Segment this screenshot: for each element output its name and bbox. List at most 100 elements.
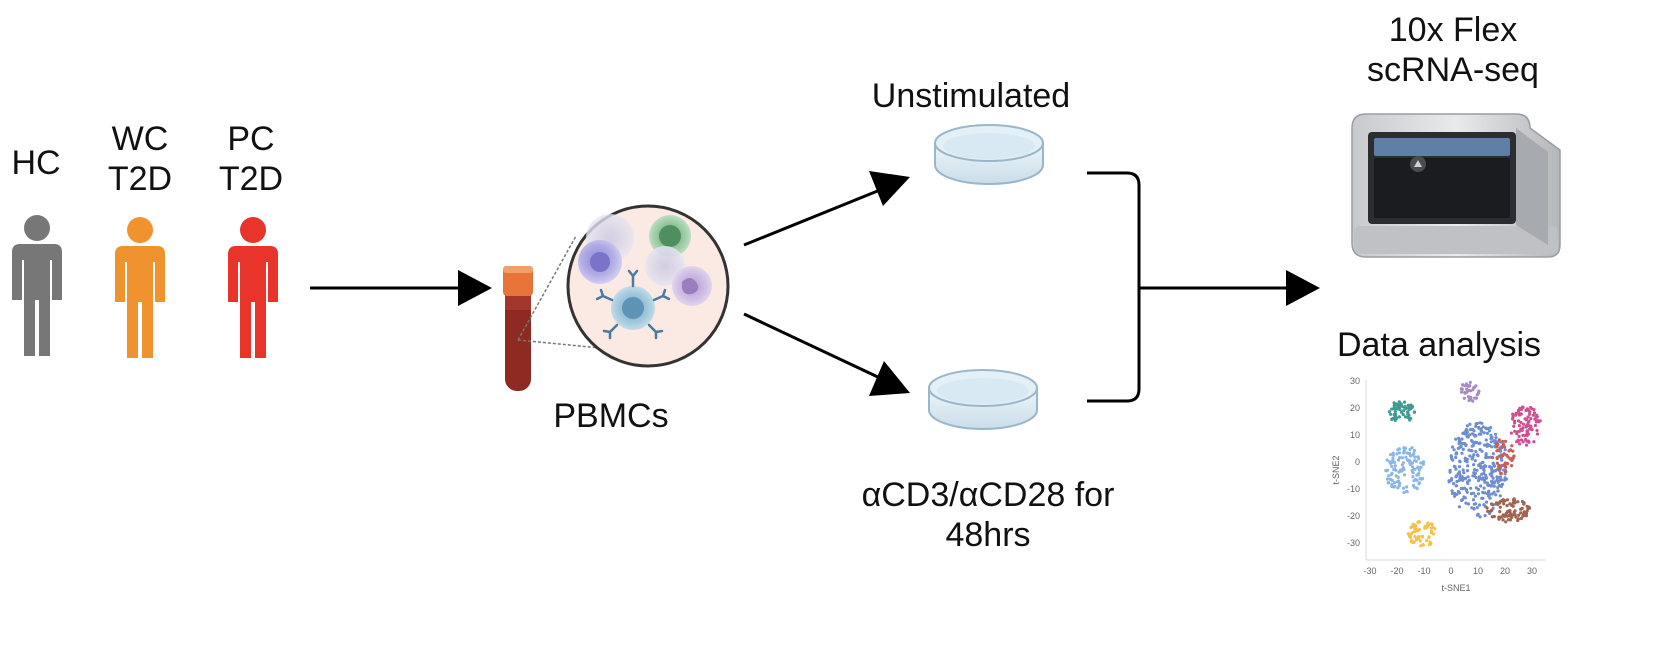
tsne-point	[1518, 442, 1522, 446]
tsne-point	[1474, 424, 1478, 428]
tsne-point	[1498, 475, 1502, 479]
tsne-point	[1447, 480, 1451, 484]
tsne-point	[1413, 455, 1417, 459]
tsne-point	[1509, 448, 1513, 452]
tsne-point	[1474, 422, 1478, 426]
tsne-point	[1392, 401, 1396, 405]
tsne-point	[1397, 400, 1401, 404]
tsne-point	[1404, 455, 1408, 459]
tsne-point	[1420, 534, 1424, 539]
arrow-to-sequencing	[1286, 270, 1320, 306]
tsne-point	[1406, 410, 1410, 414]
tsne-point	[1471, 498, 1476, 502]
tsne-point	[1464, 501, 1468, 505]
tsne-point	[1505, 453, 1509, 457]
tsne-point	[1463, 441, 1467, 446]
tsne-point	[1475, 440, 1479, 445]
tsne-point	[1472, 474, 1476, 478]
tsne-point	[1503, 448, 1507, 452]
tsne-point	[1489, 436, 1493, 441]
tsne-point	[1464, 488, 1469, 492]
tsne-point	[1453, 494, 1457, 498]
tsne-point	[1401, 461, 1405, 465]
tsne-point	[1413, 477, 1418, 482]
tsne-point	[1490, 445, 1494, 449]
tsne-point	[1405, 485, 1409, 489]
tsne-point	[1470, 457, 1474, 461]
tsne-point	[1517, 434, 1521, 438]
tsne-point	[1465, 457, 1469, 461]
tsne-point	[1408, 418, 1412, 422]
tsne-point	[1483, 514, 1487, 518]
tsne-point	[1387, 474, 1391, 478]
group-label-pc: PC T2D	[216, 119, 286, 199]
tsne-point	[1402, 449, 1406, 453]
tsne-point	[1489, 426, 1493, 430]
tsne-point	[1454, 451, 1459, 455]
tsne-point	[1502, 463, 1506, 467]
tsne-point	[1483, 491, 1487, 495]
tsne-point	[1466, 464, 1470, 468]
tsne-point	[1416, 465, 1420, 469]
tsne-point	[1405, 451, 1409, 455]
tsne-point	[1478, 515, 1482, 519]
tsne-point	[1461, 447, 1465, 451]
tsne-point	[1480, 429, 1484, 433]
tsne-point	[1402, 473, 1407, 477]
tsne-point	[1479, 427, 1483, 431]
tsne-point	[1452, 482, 1456, 486]
tsne-point	[1516, 518, 1520, 523]
petri-dish-unstimulated	[934, 124, 1044, 185]
tsne-point	[1495, 461, 1499, 465]
tsne-point	[1482, 468, 1486, 472]
tsne-point	[1492, 464, 1497, 468]
tsne-ytick: -30	[1347, 538, 1360, 548]
tsne-point	[1485, 506, 1489, 510]
tsne-point	[1470, 449, 1474, 453]
tsne-point	[1521, 426, 1525, 430]
tsne-point	[1409, 532, 1413, 536]
tsne-point	[1513, 429, 1517, 433]
tsne-point	[1505, 504, 1509, 508]
tsne-point	[1519, 412, 1523, 416]
tsne-ytick: 20	[1350, 403, 1360, 413]
tsne-point	[1385, 458, 1389, 462]
tsne-point	[1482, 431, 1486, 435]
tsne-xtick: 10	[1473, 566, 1483, 576]
tsne-point	[1500, 482, 1505, 486]
tsne-point	[1429, 529, 1434, 533]
tsne-point	[1481, 425, 1485, 429]
tsne-point	[1398, 481, 1402, 485]
merge-bracket	[1087, 171, 1290, 403]
tsne-point	[1500, 478, 1504, 482]
arrow-to-stimulated	[743, 312, 910, 396]
tsne-point	[1469, 395, 1473, 399]
tsne-point	[1469, 492, 1473, 496]
tsne-point	[1387, 481, 1391, 485]
tsne-point	[1519, 507, 1523, 511]
tsne-point	[1500, 458, 1504, 462]
tsne-point	[1413, 530, 1417, 534]
tsne-point	[1512, 454, 1516, 458]
tsne-point	[1524, 424, 1528, 428]
tsne-point	[1404, 406, 1408, 410]
tsne-point	[1482, 465, 1486, 469]
tsne-point	[1453, 465, 1457, 469]
tsne-point	[1463, 391, 1467, 395]
tsne-ytick: 10	[1350, 430, 1360, 440]
tsne-point	[1516, 439, 1520, 443]
tsne-point	[1496, 467, 1500, 471]
tsne-point	[1522, 501, 1526, 506]
tsne-point	[1529, 424, 1533, 428]
tsne-point	[1493, 439, 1497, 443]
tsne-point	[1415, 486, 1419, 491]
tsne-point	[1413, 534, 1417, 539]
tsne-point	[1407, 451, 1411, 455]
tsne-point	[1417, 528, 1422, 532]
tsne-point	[1425, 539, 1429, 543]
tsne-point	[1491, 452, 1495, 456]
tsne-point	[1533, 423, 1537, 428]
tsne-point	[1524, 443, 1529, 447]
tsne-point	[1535, 432, 1540, 436]
